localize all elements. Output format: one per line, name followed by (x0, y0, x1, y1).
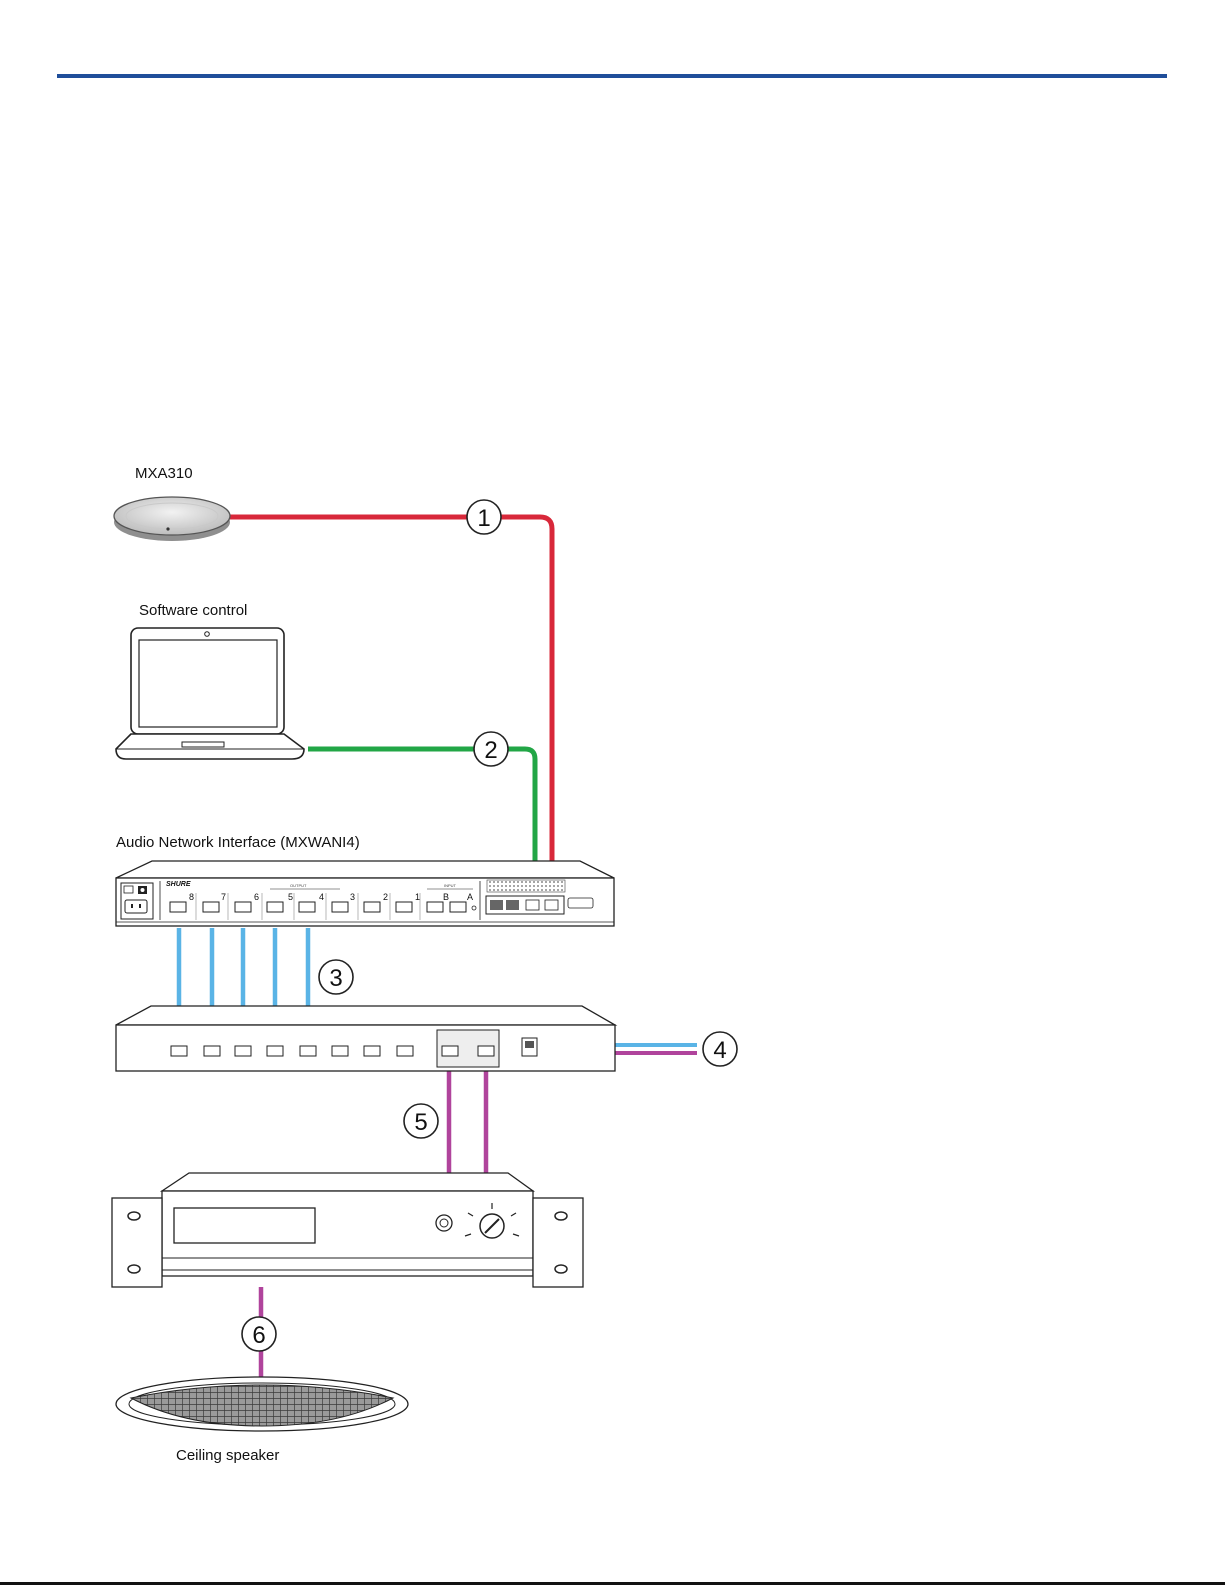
callout-2-number: 2 (484, 737, 497, 764)
laptop-icon (116, 628, 304, 759)
boundary-microphone-icon (114, 497, 230, 541)
output-channel-8: 8 (189, 892, 194, 902)
output-channel-4: 4 (319, 892, 324, 902)
callout-5: 5 (404, 1104, 438, 1138)
callout-1-number: 1 (477, 505, 490, 532)
ceiling-speaker-icon (116, 1377, 408, 1431)
ani-output-heading: OUTPUT (290, 883, 307, 888)
header-rule (57, 74, 1167, 78)
callout-3: 3 (319, 960, 353, 994)
input-channel-b: B (443, 892, 449, 902)
ani-input-heading: INPUT (444, 883, 457, 888)
callout-6: 6 (242, 1317, 276, 1351)
callout-5-number: 5 (414, 1109, 427, 1136)
callout-1: 1 (467, 500, 501, 534)
output-channel-3: 3 (350, 892, 355, 902)
cable-5 (449, 1063, 486, 1173)
callout-4: 4 (703, 1032, 737, 1066)
mic-label: MXA310 (135, 465, 193, 482)
callout-3-number: 3 (329, 965, 342, 992)
laptop-label: Software control (139, 602, 247, 619)
ani-brand: SHURE (166, 881, 191, 888)
output-channel-1: 1 (415, 892, 420, 902)
callout-4-number: 4 (713, 1037, 726, 1064)
callout-6-number: 6 (252, 1322, 265, 1349)
output-channel-5: 5 (288, 892, 293, 902)
output-channel-7: 7 (221, 892, 226, 902)
power-amplifier-icon (112, 1173, 583, 1287)
output-channel-6: 6 (254, 892, 259, 902)
output-channel-2: 2 (383, 892, 388, 902)
speaker-label: Ceiling speaker (176, 1447, 279, 1464)
breakout-box-icon (116, 1006, 615, 1071)
ani-label: Audio Network Interface (MXWANI4) (116, 834, 360, 851)
callout-2: 2 (474, 732, 508, 766)
input-channel-a: A (467, 892, 473, 902)
